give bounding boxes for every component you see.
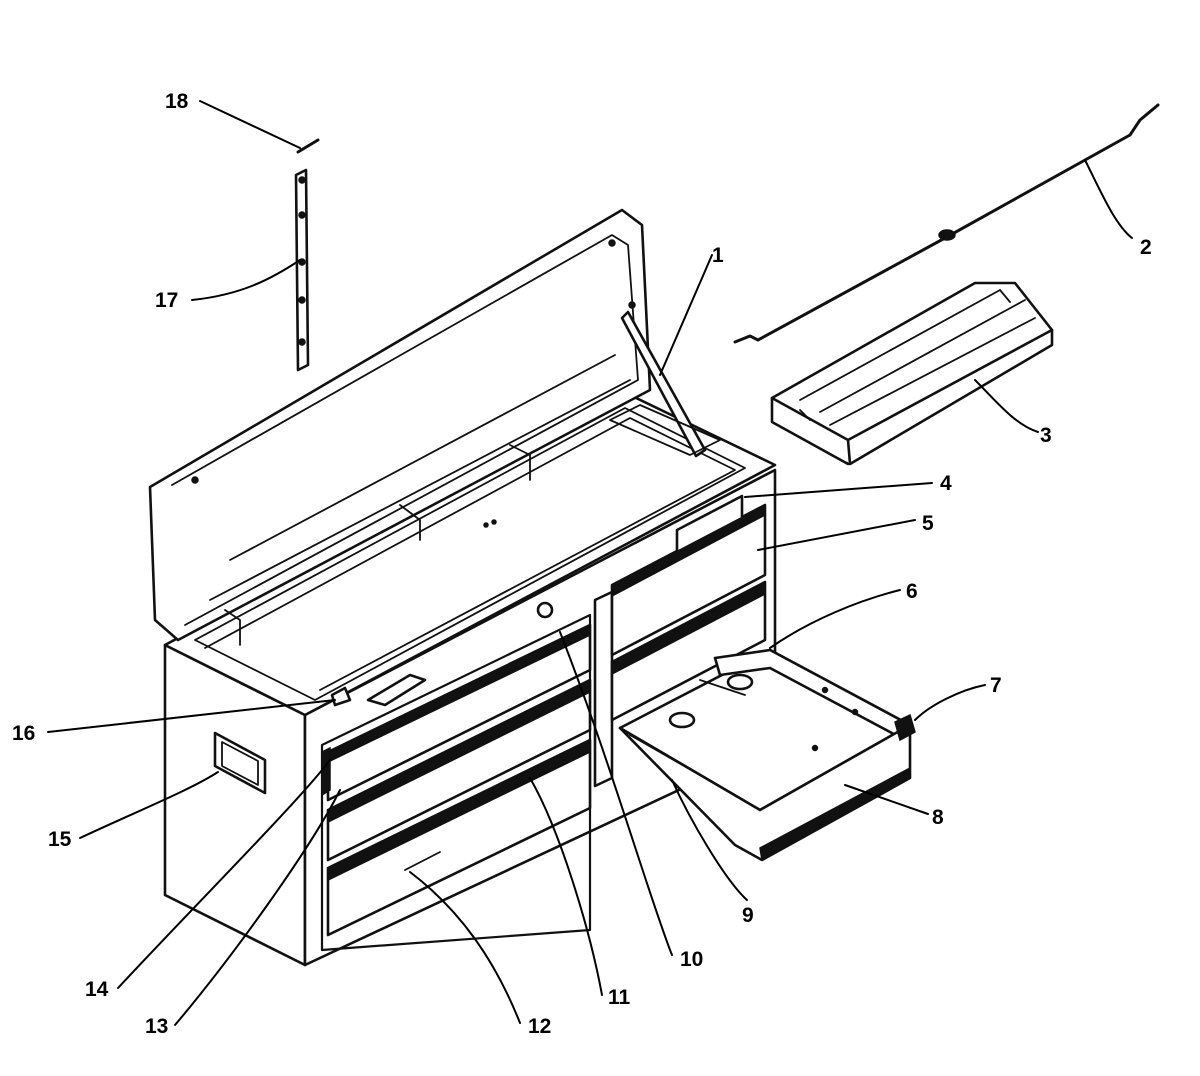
- part-2-lock-rod: [733, 103, 1160, 344]
- callout-14: 14: [85, 978, 109, 1001]
- callout-3: 3: [1040, 424, 1052, 447]
- leader-lines: [47, 100, 1133, 1026]
- callout-17: 17: [155, 289, 178, 312]
- open-drawer: [618, 648, 916, 862]
- callout-4: 4: [940, 472, 952, 495]
- leader-14: [117, 759, 331, 989]
- callout-13: 13: [145, 1015, 168, 1038]
- callout-18: 18: [165, 90, 189, 113]
- part-15-side-handle: [213, 731, 267, 795]
- callout-labels: 18 17 1 2 3 4 5 6 7 8 9 10 11 12 13 14 1…: [12, 90, 1152, 1038]
- callout-6: 6: [906, 580, 918, 603]
- callout-8: 8: [932, 806, 944, 829]
- leader-17: [191, 259, 301, 301]
- tool-chest-body: [163, 393, 777, 967]
- callout-12: 12: [528, 1015, 551, 1038]
- chest-lid: [148, 208, 652, 646]
- leader-10: [559, 631, 673, 956]
- leader-12: [409, 871, 521, 1024]
- part-18-pin: [296, 138, 320, 154]
- callout-16: 16: [12, 722, 35, 745]
- part-17-hinge: [294, 168, 310, 372]
- left-drawer-bank: [320, 613, 592, 952]
- leader-7: [914, 684, 986, 721]
- leader-1: [659, 254, 713, 376]
- leader-16: [47, 699, 336, 733]
- leader-2: [1084, 159, 1133, 239]
- callout-15: 15: [48, 828, 72, 851]
- part-16-nameplate: [330, 686, 352, 707]
- callout-1: 1: [712, 244, 724, 267]
- callout-10: 10: [680, 948, 703, 971]
- lock-cylinder: [536, 601, 554, 619]
- leader-11: [529, 777, 603, 996]
- part-3-tote-tray: [770, 281, 1054, 466]
- callout-11: 11: [608, 986, 631, 1009]
- callout-9: 9: [742, 904, 754, 927]
- leader-3: [974, 379, 1039, 433]
- right-drawer-bank: [610, 494, 767, 722]
- part-1-lid-stay: [609, 310, 721, 458]
- leader-13: [174, 789, 341, 1026]
- callout-2: 2: [1140, 236, 1152, 259]
- callout-5: 5: [922, 512, 934, 535]
- leader-18: [199, 100, 301, 149]
- callout-7: 7: [990, 674, 1002, 697]
- leader-15: [79, 771, 219, 839]
- leader-9: [671, 779, 748, 901]
- leader-5: [757, 519, 916, 551]
- leader-6: [769, 589, 901, 649]
- leader-8: [844, 784, 929, 815]
- leader-4: [744, 482, 933, 498]
- center-divider: [593, 590, 614, 788]
